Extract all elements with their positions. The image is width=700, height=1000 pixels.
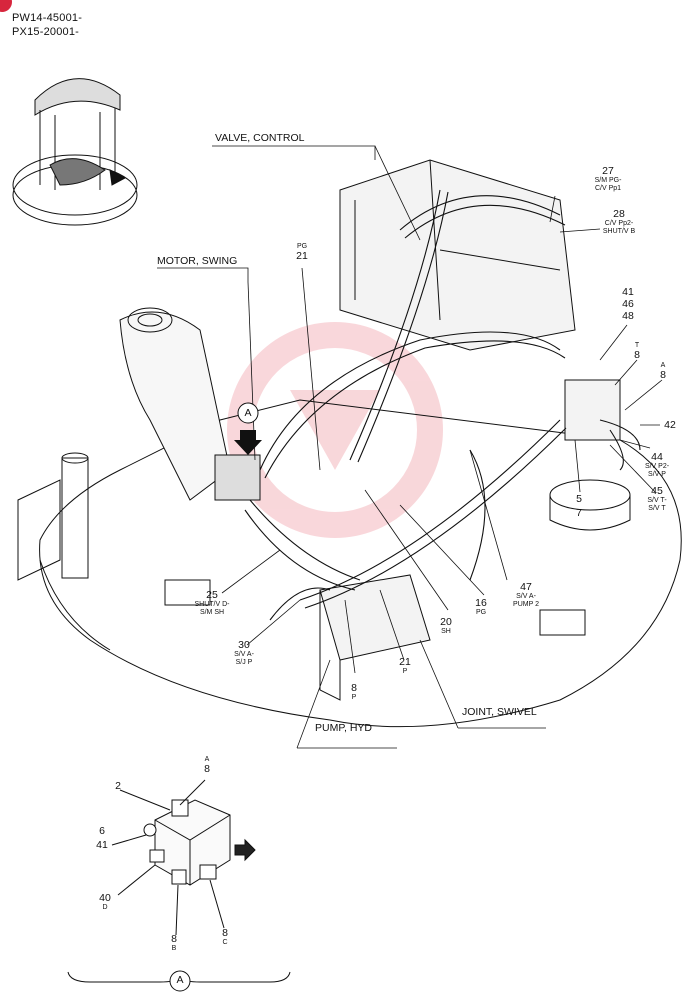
callout-20: 20 SH [436,617,456,636]
label-joint-swivel: JOINT, SWIVEL [462,706,537,718]
detail-view-a [67,779,291,992]
detail-callout-8-a: A 8 [200,756,214,775]
callout-8-p-port: P [351,694,357,701]
callout-45-number: 45 [651,485,663,497]
callout-20-number: 20 [440,616,452,628]
callout-16: 16 PG [471,598,491,617]
callout-28: 28 C/V Pp2- SHUT/V B [598,209,640,236]
callout-16-number: 16 [475,597,487,609]
callout-25: 25 SHUT/V D- S/M SH [190,590,234,617]
callout-28-desc2: SHUT/V B [602,228,636,235]
detail-callout-8-a-number: 8 [204,763,210,775]
callout-42: 42 [664,419,676,431]
callout-8-a-port: A [660,362,666,369]
callout-8-p: 8 P [346,683,362,702]
callout-27-desc2: C/V Pp1 [594,185,622,192]
detail-callout-41: 41 [96,839,108,851]
callout-44: 44 S/V P2- S/V P [640,452,674,479]
callout-7: 7 [576,507,582,519]
callout-27-desc1: S/M PG- [594,177,622,184]
callout-44-desc1: S/V P2- [644,463,670,470]
detail-callout-40: 40 D [96,893,114,912]
leader-lines [157,145,663,749]
callout-28-desc1: C/V Pp2- [604,220,634,227]
detail-callout-8-c-number: 8 [222,927,228,939]
callout-27-number: 27 [602,165,614,177]
callout-8-t-number: 8 [634,349,640,361]
callout-45-desc2: S/V T [648,505,666,512]
callout-47-desc2: PUMP 2 [513,601,539,608]
hydraulic-hoses [244,189,641,621]
detail-callout-2: 2 [115,780,121,792]
callout-48: 48 [622,310,634,322]
view-a-marker [234,402,262,455]
detail-callout-8-a-port: A [204,756,210,763]
callout-21-p-number: 21 [399,656,411,668]
detail-callout-8-b-number: 8 [171,933,177,945]
callout-27: 27 S/M PG- C/V Pp1 [588,166,628,193]
callout-8-a: A 8 [656,362,670,381]
callout-25-desc2: S/M SH [199,609,225,616]
detail-callout-8-b: 8 B [167,934,181,953]
callout-5: 5 [576,493,582,505]
detail-callout-40-port: D [102,904,108,911]
callout-44-desc2: S/V P [648,471,666,478]
callout-21-pg-port: PG [296,243,308,250]
callout-45: 45 S/V T- S/V T [640,486,674,513]
detail-callout-8-b-port: B [171,945,177,952]
watermark-logo [227,322,443,538]
callout-20-port: SH [441,628,451,635]
label-motor-swing: MOTOR, SWING [157,255,238,267]
callout-30-desc2: S/J P [235,659,253,666]
overview-machine-thumbnail [12,78,138,226]
label-valve-control: VALVE, CONTROL [215,132,305,144]
callout-16-port: PG [475,609,487,616]
callout-21-p: 21 P [395,657,415,676]
callout-25-desc1: SHUT/V D- [194,601,230,608]
callout-46: 46 [622,298,634,310]
detail-callout-8-c-port: C [222,939,228,946]
detail-view-a-label: A [176,974,184,986]
callout-21-pg: PG 21 [292,243,312,262]
label-pump-hyd: PUMP, HYD [315,722,372,734]
corner-badge [0,0,12,12]
callout-28-number: 28 [613,208,625,220]
detail-callout-8-c: 8 C [218,928,232,947]
callout-21-pg-number: 21 [296,250,308,262]
callout-44-number: 44 [651,451,663,463]
callout-47-desc1: S/V A- [516,593,536,600]
detail-callout-6: 6 [99,825,105,837]
callout-47: 47 S/V A- PUMP 2 [508,582,544,609]
callout-30-number: 30 [238,639,250,651]
callout-25-number: 25 [206,589,218,601]
view-a-label: A [244,407,252,419]
callout-8-a-number: 8 [660,369,666,381]
callout-8-t: T 8 [630,342,644,361]
callout-21-p-port: P [402,668,408,675]
callout-45-desc1: S/V T- [647,497,667,504]
callout-8-t-port: T [634,342,640,349]
model-number-1: PW14-45001- [12,12,83,24]
callout-30-desc1: S/V A- [234,651,254,658]
model-number-2: PX15-20001- [12,26,80,38]
callout-47-number: 47 [520,581,532,593]
callout-8-p-number: 8 [351,682,357,694]
callout-30: 30 S/V A- S/J P [227,640,261,667]
callout-41: 41 [622,286,634,298]
detail-callout-40-number: 40 [99,892,111,904]
